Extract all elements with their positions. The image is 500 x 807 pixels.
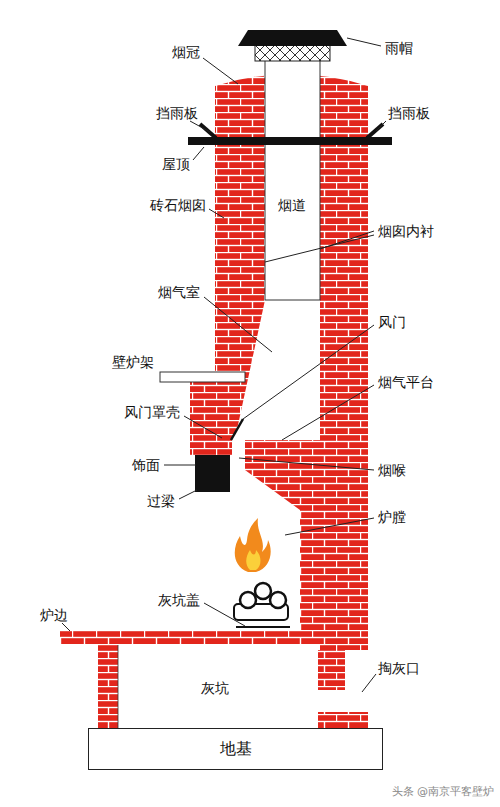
mantel-label: 壁炉架 [112,354,154,371]
leader-line [347,38,381,46]
facing-label: 饰面 [132,457,160,474]
log [255,583,271,599]
mantel-shelf [160,372,245,382]
flashing-label: 挡雨板 [156,105,198,122]
right-wall [320,92,368,650]
throat-label: 烟喉 [378,462,406,479]
rain-cap-mesh [255,45,330,61]
lintel-label: 过梁 [147,493,175,510]
leader-line [243,325,374,419]
rain-cap-label: 雨帽 [385,40,413,57]
cleanout-label: 掏灰口 [378,660,420,677]
rain-cap [238,30,347,46]
leader-line [209,209,224,218]
hearth-label: 炉边 [40,607,68,624]
ash-pit-cover [236,626,290,628]
flame [246,550,260,570]
chimney-label: 砖石烟囱 [150,197,206,214]
foundation-text: 地基 [220,739,252,760]
leader-line [204,297,272,352]
leader-line [362,674,376,692]
leader-line [239,458,374,470]
foundation-box: 地基 [88,728,383,770]
leader-line [282,385,374,440]
flue-label: 烟道 [278,197,306,214]
leader-line [62,623,70,631]
leader-line [285,518,374,535]
hearth-support [98,645,118,728]
leader-line [204,603,245,626]
cleanout-wall [318,650,345,690]
log [240,592,256,608]
hearth-slab [60,630,320,645]
damper [231,419,243,440]
damper-housing-label: 风门罩壳 [124,404,180,421]
roof [188,137,392,145]
leader-line [190,121,210,132]
leader-lines [62,38,386,692]
leader-line [203,58,238,84]
log [270,592,286,608]
firebox-label: 炉膛 [378,509,406,526]
roof-label: 屋顶 [162,156,190,173]
ash-pit-label: 灰坑 [201,680,229,697]
flue-liner [265,60,320,300]
leader-line [193,147,204,160]
leader-line [376,121,386,131]
left-wall [190,92,265,455]
lintel [195,455,230,492]
leader-line [184,416,222,438]
smoke-shelf-label: 烟气平台 [378,374,434,391]
flashing-label: 挡雨板 [388,105,430,122]
ash-pit-edge [118,645,119,728]
smoke-chamber-label: 烟气室 [158,284,200,301]
base-brick [318,712,368,728]
ash-pit-cover-label: 灰坑盖 [158,592,200,609]
leader-line [265,235,374,262]
flame [235,518,271,572]
watermark: 头条 @南京平客壁炉 [392,785,495,798]
damper-label: 风门 [378,314,406,331]
leader-line [179,490,197,499]
leader-line [164,465,196,466]
liner-label: 烟囱内衬 [378,223,434,240]
chimney-crown-label: 烟冠 [172,44,200,61]
